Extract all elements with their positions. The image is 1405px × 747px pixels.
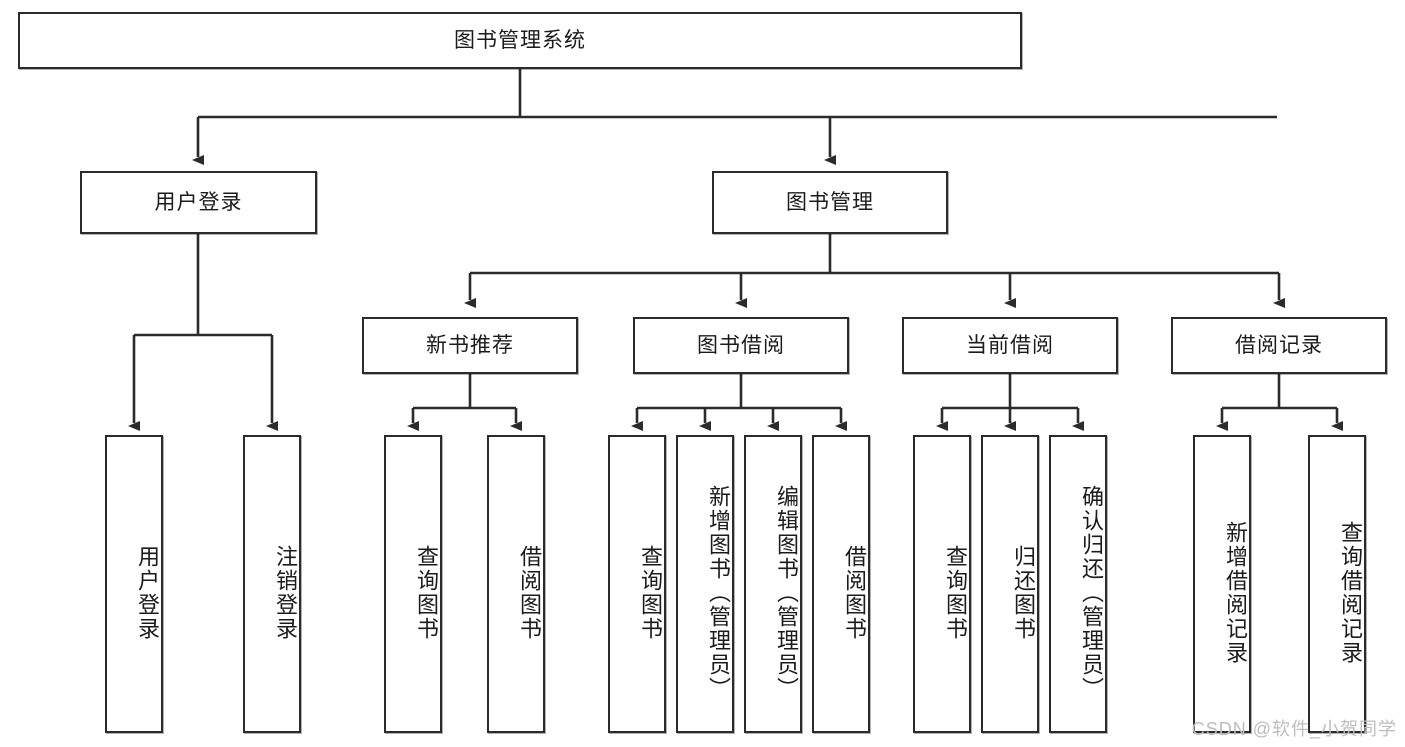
node-label: 图书借阅 xyxy=(697,333,785,357)
node-book-borrow[interactable]: 图书借阅 xyxy=(633,317,849,374)
node-root-book-management-system[interactable]: 图书管理系统 xyxy=(18,12,1022,69)
node-borrow-record[interactable]: 借阅记录 xyxy=(1171,317,1387,374)
node-label: 当前借阅 xyxy=(966,333,1054,357)
node-label: 查询借阅记录 xyxy=(1338,521,1363,665)
node-label: 图书管理 xyxy=(786,190,874,214)
node-label: 借阅图书 xyxy=(842,545,867,641)
node-label: 注销登录 xyxy=(273,545,298,641)
node-label: 借阅记录 xyxy=(1235,333,1323,357)
node-label: 确认归还（管理员） xyxy=(1079,485,1104,701)
leaf-new-book-borrow-book[interactable]: 借阅图书 xyxy=(487,435,545,733)
node-user-login[interactable]: 用户登录 xyxy=(80,171,317,234)
leaf-current-borrow-return-book[interactable]: 归还图书 xyxy=(981,435,1039,733)
leaf-book-borrow-add-book-admin[interactable]: 新增图书（管理员） xyxy=(676,435,734,733)
leaf-borrow-record-query-record[interactable]: 查询借阅记录 xyxy=(1308,435,1366,733)
node-label: 新书推荐 xyxy=(426,333,514,357)
node-label: 借阅图书 xyxy=(517,545,542,641)
node-label: 新增借阅记录 xyxy=(1223,521,1248,665)
leaf-borrow-record-add-record[interactable]: 新增借阅记录 xyxy=(1193,435,1251,733)
leaf-book-borrow-edit-book-admin[interactable]: 编辑图书（管理员） xyxy=(744,435,802,733)
node-label: 查询图书 xyxy=(943,545,968,641)
node-label: 用户登录 xyxy=(135,545,160,641)
leaf-new-book-query-book[interactable]: 查询图书 xyxy=(384,435,442,733)
node-label: 图书管理系统 xyxy=(454,28,586,52)
node-label: 用户登录 xyxy=(154,190,243,214)
leaf-current-borrow-confirm-return-admin[interactable]: 确认归还（管理员） xyxy=(1049,435,1107,733)
node-current-borrow[interactable]: 当前借阅 xyxy=(902,317,1118,374)
node-label: 编辑图书（管理员） xyxy=(774,485,799,701)
leaf-book-borrow-borrow-book[interactable]: 借阅图书 xyxy=(812,435,870,733)
csdn-watermark: CSDN @软件_小贺同学 xyxy=(1191,719,1397,739)
leaf-user-login-login[interactable]: 用户登录 xyxy=(105,435,163,733)
node-book-management[interactable]: 图书管理 xyxy=(712,171,948,234)
node-label: 查询图书 xyxy=(638,545,663,641)
node-label: 查询图书 xyxy=(414,545,439,641)
node-label: 新增图书（管理员） xyxy=(706,485,731,701)
leaf-user-login-logout[interactable]: 注销登录 xyxy=(243,435,301,733)
leaf-book-borrow-query-book[interactable]: 查询图书 xyxy=(608,435,666,733)
node-label: 归还图书 xyxy=(1011,545,1036,641)
node-new-book-recommend[interactable]: 新书推荐 xyxy=(362,317,578,374)
leaf-current-borrow-query-book[interactable]: 查询图书 xyxy=(913,435,971,733)
